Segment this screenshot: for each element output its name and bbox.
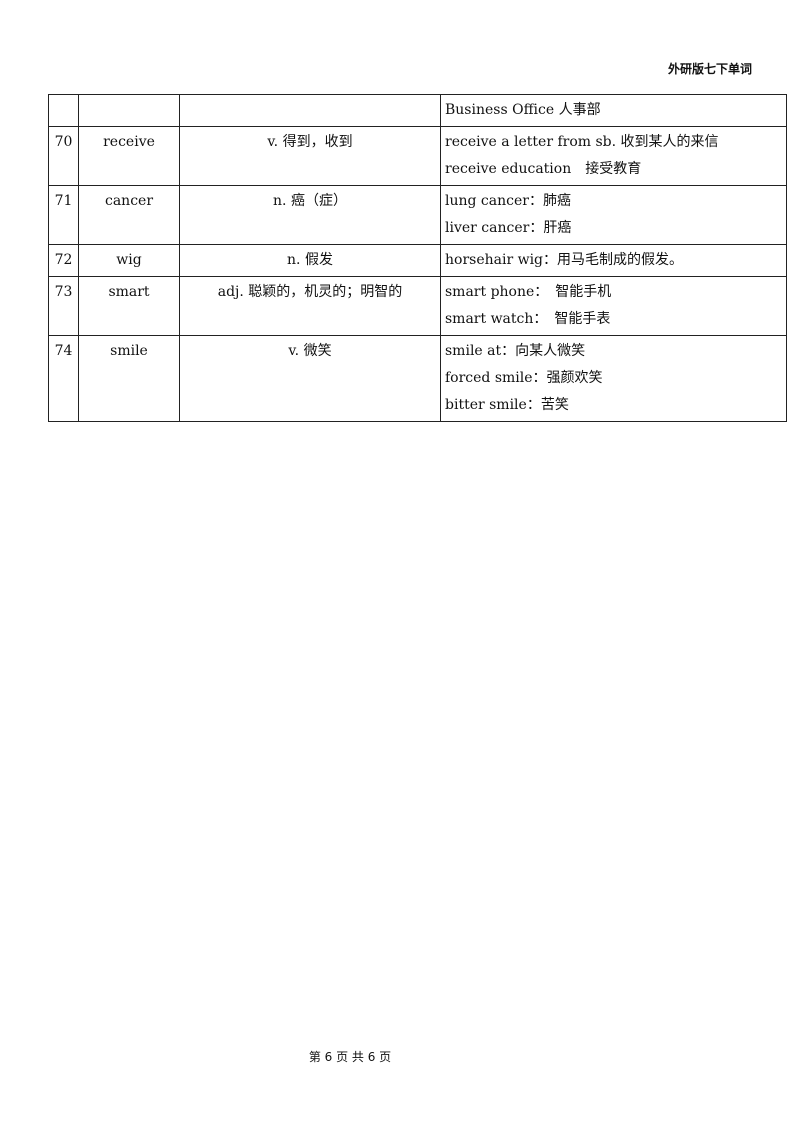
- cell-meaning: n. 假发: [179, 244, 441, 277]
- cell-meaning: [179, 94, 441, 127]
- cell-phrases: smile at：向某人微笑 forced smile：强颜欢笑 bitter …: [440, 335, 787, 422]
- cell-meaning: n. 癌（症）: [179, 185, 441, 245]
- phrase-line: receive education 接受教育: [445, 161, 642, 177]
- cell-word: wig: [78, 244, 180, 277]
- cell-number: 72: [48, 244, 79, 277]
- cell-word: receive: [78, 126, 180, 186]
- phrase-line: smart phone： 智能手机: [445, 284, 612, 300]
- cell-word: smart: [78, 276, 180, 336]
- cell-word: [78, 94, 180, 127]
- cell-number: 71: [48, 185, 79, 245]
- table-row: 70 receive v. 得到，收到 receive a letter fro…: [48, 126, 787, 186]
- cell-phrases: Business Office 人事部: [440, 94, 787, 127]
- table-row: 74 smile v. 微笑 smile at：向某人微笑 forced smi…: [48, 335, 787, 422]
- cell-number: [48, 94, 79, 127]
- cell-number: 74: [48, 335, 79, 422]
- cell-meaning: v. 得到，收到: [179, 126, 441, 186]
- phrase-line: smile at：向某人微笑: [445, 343, 586, 359]
- phrase-line: Business Office 人事部: [445, 102, 601, 118]
- phrase-line: lung cancer：肺癌: [445, 193, 571, 209]
- phrase-line: bitter smile：苦笑: [445, 397, 569, 413]
- cell-phrases: horsehair wig：用马毛制成的假发。: [440, 244, 787, 277]
- table-row: 73 smart adj. 聪颖的，机灵的；明智的 smart phone： 智…: [48, 276, 787, 336]
- cell-phrases: smart phone： 智能手机 smart watch： 智能手表: [440, 276, 787, 336]
- cell-meaning: v. 微笑: [179, 335, 441, 422]
- phrase-line: liver cancer：肝癌: [445, 220, 572, 236]
- document-header-title: 外研版七下单词: [667, 62, 752, 76]
- cell-word: cancer: [78, 185, 180, 245]
- cell-word: smile: [78, 335, 180, 422]
- vocabulary-table: Business Office 人事部 70 receive v. 得到，收到 …: [48, 94, 787, 422]
- cell-number: 73: [48, 276, 79, 336]
- cell-meaning: adj. 聪颖的，机灵的；明智的: [179, 276, 441, 336]
- table-row: 72 wig n. 假发 horsehair wig：用马毛制成的假发。: [48, 244, 787, 277]
- cell-number: 70: [48, 126, 79, 186]
- cell-phrases: receive a letter from sb. 收到某人的来信 receiv…: [440, 126, 787, 186]
- phrase-line: receive a letter from sb. 收到某人的来信: [445, 134, 719, 150]
- table-row-continuation: Business Office 人事部: [48, 94, 787, 127]
- phrase-line: forced smile：强颜欢笑: [445, 370, 603, 386]
- phrase-line: horsehair wig：用马毛制成的假发。: [445, 252, 684, 268]
- page-number-footer: 第 6 页 共 6 页: [308, 1050, 392, 1064]
- cell-phrases: lung cancer：肺癌 liver cancer：肝癌: [440, 185, 787, 245]
- table-row: 71 cancer n. 癌（症） lung cancer：肺癌 liver c…: [48, 185, 787, 245]
- phrase-line: smart watch： 智能手表: [445, 311, 611, 327]
